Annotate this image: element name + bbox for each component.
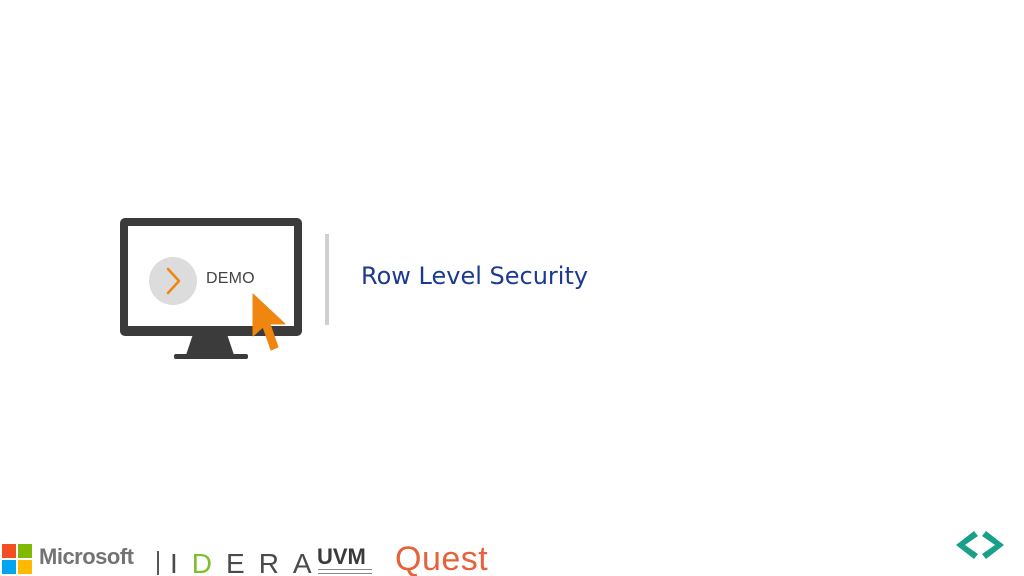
microsoft-logo-icon [2,544,32,574]
uvm-logo-text: UVM [317,544,366,569]
demo-play-button [149,257,197,305]
uvm-logo: UVM [317,544,373,576]
chevron-right-icon [166,267,181,295]
angle-brackets-icon[interactable] [952,527,1008,563]
monitor-stand-base [174,354,248,359]
monitor-icon: DEMO [120,218,302,336]
mouse-pointer-icon [252,293,286,351]
footer-separator [157,551,159,575]
slide-title: Row Level Security [361,262,589,290]
uvm-logo-underline [318,569,372,574]
microsoft-logo-text: Microsoft [39,544,134,569]
sponsor-footer: Microsoft IDERA UVM Quest [0,540,1024,576]
demo-label: DEMO [206,270,255,287]
quest-logo: Quest [395,540,489,576]
vertical-divider [325,234,329,325]
idera-logo: IDERA [170,548,326,576]
monitor-stand-neck [186,335,234,355]
